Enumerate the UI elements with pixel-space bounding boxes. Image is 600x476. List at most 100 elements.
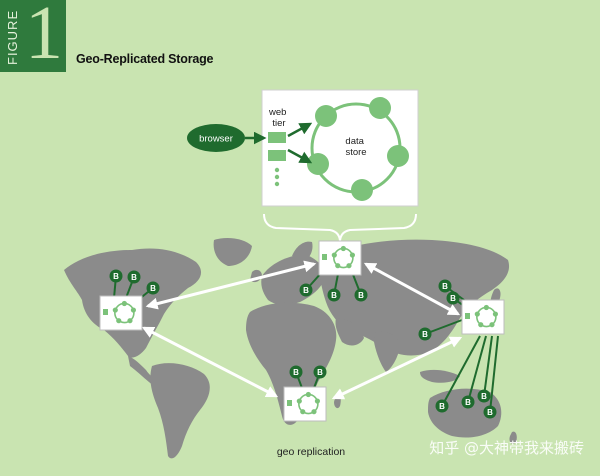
replication-link-africa-asia (331, 336, 463, 400)
data-store-node (307, 153, 329, 175)
client-badge (477, 389, 491, 403)
client-badge-label: B (465, 398, 471, 407)
client-badge (435, 399, 449, 413)
client-badge-label: B (422, 330, 428, 339)
client-badge (438, 279, 452, 293)
data-store-node (369, 97, 391, 119)
watermark: 知乎 @大神带我来搬砖 (429, 439, 584, 457)
data-store-node (387, 145, 409, 167)
datacenter-africa (283, 386, 327, 422)
map-greenland (213, 238, 252, 266)
web-tier-label: web tier (268, 107, 289, 129)
client-badge-label: B (442, 282, 448, 291)
datacenter-replica-node (116, 318, 122, 324)
datacenter-replica-node (483, 304, 489, 311)
datacenter-north-america (99, 295, 143, 331)
web-server-box (268, 132, 286, 143)
map-indonesia (420, 369, 460, 383)
client-badge-label: B (331, 291, 337, 300)
datacenter-web-tier (465, 313, 470, 319)
datacenter-asia (461, 299, 505, 335)
datacenter-web-tier (287, 400, 292, 406)
data-store-label: data store (345, 136, 366, 158)
map-new-zealand (509, 431, 517, 444)
datacenter-replica-node (311, 409, 317, 415)
figure-badge-number: 1 (25, 0, 63, 75)
datacenter-replica-node (489, 322, 495, 328)
datacenter-replica-node (335, 263, 341, 269)
zoom-bracket (263, 213, 417, 243)
map-scandinavia (292, 241, 313, 262)
web-server-box (268, 150, 286, 161)
browser-node: browser (187, 124, 267, 152)
client-link (424, 319, 463, 335)
client-link (489, 335, 499, 413)
client-badge (127, 270, 141, 284)
browser-label: browser (199, 134, 233, 145)
client-badge (299, 283, 313, 297)
geo-replication-caption: geo replication (277, 446, 345, 458)
web-tier-label-line2: tier (272, 118, 285, 129)
datacenter-replica-node (127, 318, 133, 324)
client-badge-label: B (487, 408, 493, 417)
datacenter-replica-node (340, 245, 346, 252)
web-to-store-arrow (287, 148, 313, 164)
client-badge-label: B (113, 272, 119, 281)
datacenter-replica-node (474, 311, 480, 317)
client-badge (354, 288, 368, 302)
datacenter-replica-node (300, 409, 306, 415)
datacenter-web-tier (103, 309, 108, 315)
replication-link-na-eu (145, 260, 317, 310)
datacenter-europe (318, 240, 362, 276)
data-store-label-line1: data (345, 136, 364, 147)
client-badge-label: B (450, 294, 456, 303)
detail-panel: data store web tier (261, 89, 419, 207)
replication-link-eu-asia (363, 262, 461, 316)
web-server-more-dot (274, 181, 280, 187)
data-store-node (351, 179, 373, 201)
replication-links (141, 260, 463, 400)
datacenter-replica-node (112, 307, 118, 313)
client-link (441, 335, 481, 407)
datacenter-replica-node (346, 263, 352, 269)
client-link (483, 335, 493, 397)
client-badge-label: B (481, 392, 487, 401)
web-tier-label-line1: web (268, 107, 286, 118)
data-store-node (315, 105, 337, 127)
client-badge (313, 365, 327, 379)
client-badge-label: B (131, 273, 137, 282)
client-badge-label: B (317, 368, 323, 377)
client-badge (483, 405, 497, 419)
client-badge (461, 395, 475, 409)
client-badge-label: B (303, 286, 309, 295)
client-badge (327, 288, 341, 302)
datacenter-replica-node (296, 398, 302, 404)
datacenter-replica-node (331, 252, 337, 258)
datacenter-replica-node (130, 307, 137, 313)
client-badge (446, 291, 460, 305)
datacenter-replica-node (349, 252, 356, 258)
datacenter-replica-node (121, 300, 127, 307)
figure-title: Geo-Replicated Storage (76, 52, 214, 66)
client-badge-label: B (439, 402, 445, 411)
client-badge (146, 281, 160, 295)
client-link (467, 335, 487, 403)
datacenter-replica-node (305, 391, 311, 398)
web-server-more-dot (274, 174, 280, 180)
browser-ellipse (187, 124, 245, 152)
datacenter-replica-node (314, 398, 321, 404)
web-to-store-arrow (287, 122, 313, 138)
client-badge-label: B (293, 368, 299, 377)
datacenter-web-tier (322, 254, 327, 260)
client-badge-label: B (358, 291, 364, 300)
figure-badge: FIGURE 1 (0, 0, 66, 72)
client-badge-label: B (150, 284, 156, 293)
data-store-label-line2: store (345, 147, 366, 158)
client-badge (109, 269, 123, 283)
web-server-more-dot (274, 167, 280, 173)
datacenter-replica-node (478, 322, 484, 328)
client-badge (418, 327, 432, 341)
